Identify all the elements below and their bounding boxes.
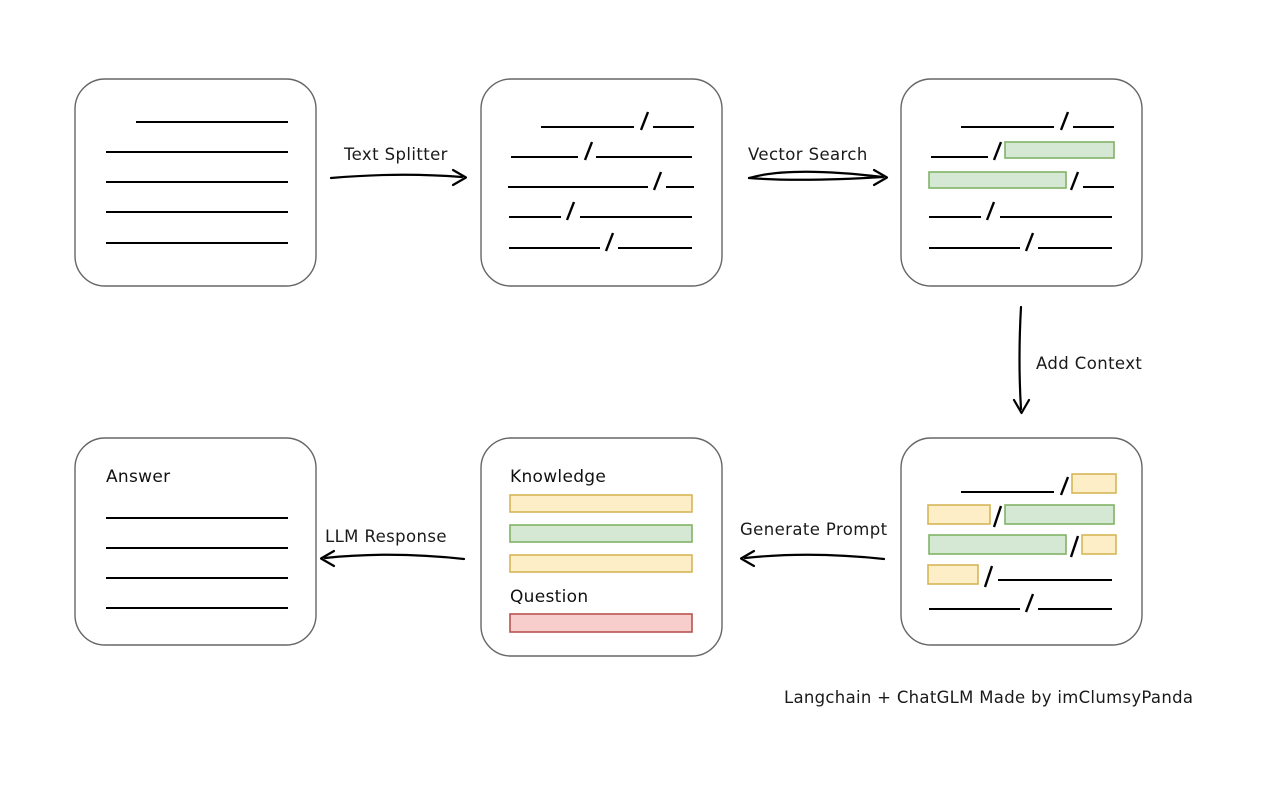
arrow-vector-search-label: Vector Search — [748, 145, 868, 164]
matched-chunks-rows — [928, 111, 1115, 252]
context-highlight-green-2 — [928, 534, 1067, 555]
arrow-vector-search: Vector Search — [747, 145, 889, 187]
context-chunks-rows — [927, 473, 1117, 613]
arrow-llm-response-label: LLM Response — [325, 527, 447, 546]
knowledge-bar-green-1 — [509, 524, 693, 543]
node-split-chunks[interactable] — [480, 78, 723, 287]
node-prompt-box[interactable]: Knowledge Question — [480, 437, 723, 657]
arrow-generate-prompt-label: Generate Prompt — [740, 520, 888, 539]
context-highlight-yellow-2 — [927, 504, 991, 525]
footer-credit: Langchain + ChatGLM Made by imClumsyPand… — [784, 688, 1193, 707]
source-document-lines — [106, 120, 288, 245]
arrow-text-splitter-label: Text Splitter — [343, 145, 448, 164]
context-highlight-yellow-1 — [1071, 473, 1117, 494]
matched-highlight-green-2 — [928, 171, 1067, 189]
answer-title: Answer — [106, 467, 170, 487]
question-bar-red — [509, 613, 693, 633]
arrow-add-context: Add Context — [1012, 305, 1142, 415]
context-highlight-yellow-3 — [1081, 534, 1117, 555]
matched-highlight-green-1 — [1004, 141, 1115, 159]
arrow-llm-response: LLM Response — [319, 527, 466, 568]
arrow-text-splitter: Text Splitter — [329, 145, 468, 187]
node-answer-box[interactable]: Answer — [74, 437, 317, 646]
node-source-document[interactable] — [74, 78, 317, 287]
knowledge-label: Knowledge — [510, 467, 606, 487]
arrow-add-context-label: Add Context — [1036, 354, 1142, 373]
context-highlight-green-1 — [1004, 504, 1115, 525]
answer-box-frame[interactable] — [74, 437, 317, 646]
split-chunks-frame[interactable] — [480, 78, 723, 287]
knowledge-bar-yellow-1 — [509, 494, 693, 513]
node-matched-chunks[interactable] — [900, 78, 1143, 287]
split-chunks-rows — [508, 111, 694, 252]
prompt-box-frame[interactable] — [480, 437, 723, 657]
knowledge-bar-yellow-2 — [509, 554, 693, 573]
context-highlight-yellow-4 — [927, 564, 979, 585]
answer-lines — [106, 516, 288, 610]
question-label: Question — [510, 587, 588, 607]
node-context-chunks[interactable] — [900, 437, 1143, 646]
arrow-generate-prompt: Generate Prompt — [739, 520, 888, 568]
